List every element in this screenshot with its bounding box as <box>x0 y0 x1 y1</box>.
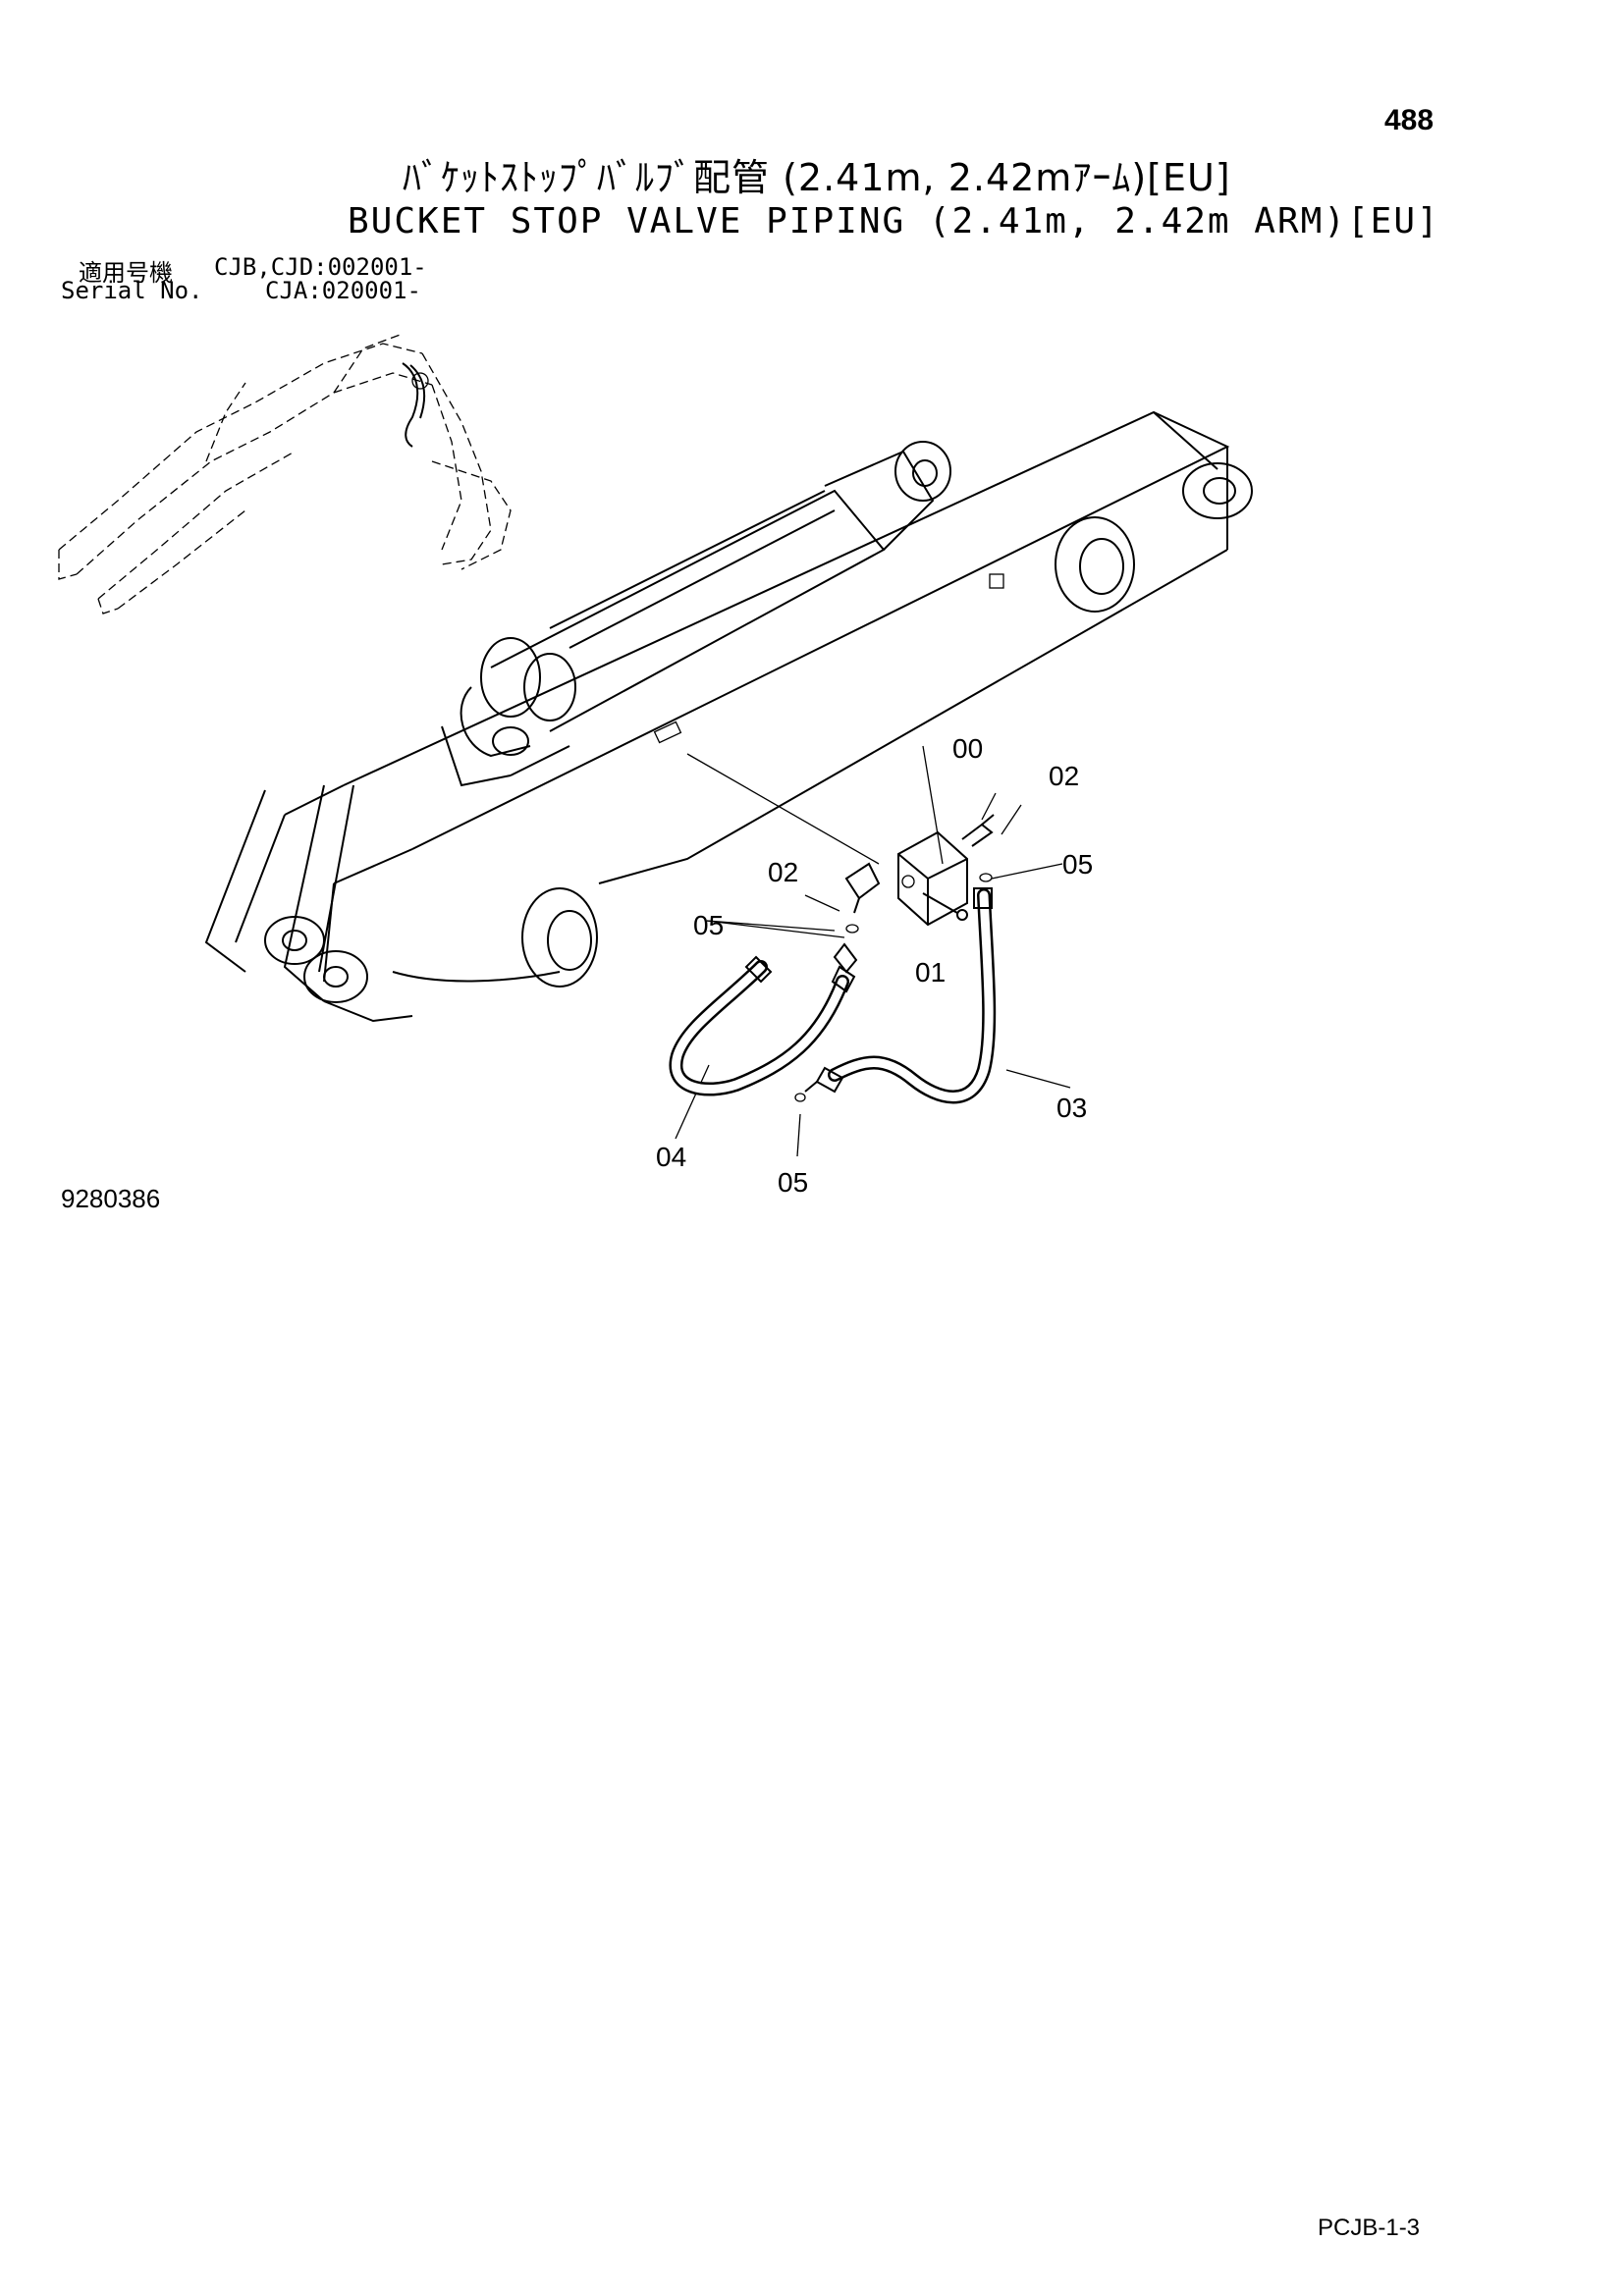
applicability-serial-1: CJB,CJD:002001- <box>214 253 427 281</box>
callout-04: 04 <box>656 1142 686 1172</box>
callout-05-bottom: 05 <box>778 1167 808 1198</box>
leader-lines <box>675 745 1071 1157</box>
title-english: BUCKET STOP VALVE PIPING (2.41m, 2.42m A… <box>348 201 1440 241</box>
hose-04 <box>669 955 856 1096</box>
stop-valve-assembly <box>833 814 995 974</box>
serial-number-label: Serial No. <box>61 277 203 304</box>
arm-structure <box>204 410 1253 1023</box>
callout-05-left: 05 <box>693 910 724 940</box>
callout-05-right: 05 <box>1062 849 1093 880</box>
applicability-serial-2: CJA:020001- <box>265 277 421 304</box>
callout-02-upper: 02 <box>1049 761 1079 791</box>
callout-00: 00 <box>952 733 983 764</box>
bucket-cylinder <box>441 441 951 787</box>
callout-02-lower: 02 <box>768 857 798 887</box>
applicability-label: 適用号機 <box>79 259 173 287</box>
callout-01: 01 <box>915 957 946 988</box>
hose-03 <box>794 887 997 1104</box>
page-number: 488 <box>1384 104 1435 136</box>
page-code: PCJB-1-3 <box>1318 2215 1421 2241</box>
figure-number: 9280386 <box>61 1184 161 1213</box>
title-japanese: ﾊﾞｹｯﾄｽﾄｯﾌﾟﾊﾞﾙﾌﾞ配管 (2.41m, 2.42mｱｰﾑ)[EU] <box>403 156 1231 199</box>
reference-attachment-outline <box>58 333 512 614</box>
callout-03: 03 <box>1056 1093 1087 1123</box>
